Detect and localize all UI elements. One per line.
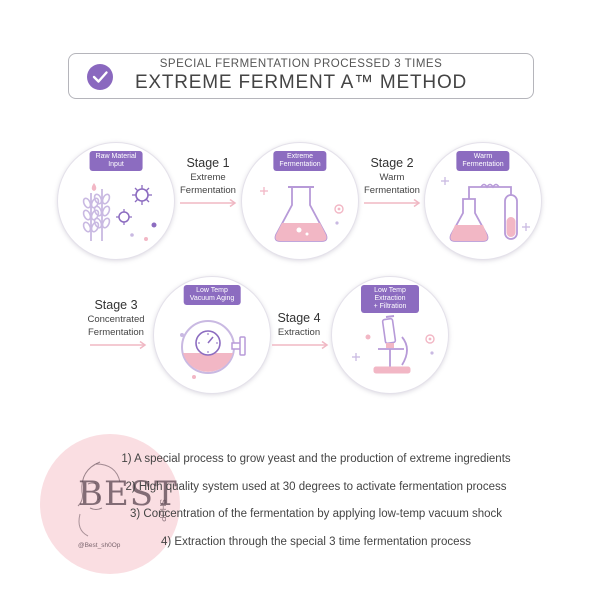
step-label-extreme-fermentation: Extreme Fermentation bbox=[273, 151, 327, 171]
distillation-icon bbox=[441, 177, 530, 242]
stage-3-name: Stage 3 bbox=[94, 298, 138, 312]
wheat-grain-icon bbox=[82, 183, 157, 241]
header-subtitle: SPECIAL FERMENTATION PROCESSED 3 TIMES bbox=[159, 58, 443, 70]
arrow-right-icon bbox=[180, 198, 237, 208]
watermark-brand: BEST bbox=[78, 474, 178, 514]
stage-3-desc: Concentrated Fermentation bbox=[87, 314, 145, 338]
stage-1-name: Stage 1 bbox=[186, 156, 230, 170]
step-vacuum-aging: Low Temp Vacuum Aging bbox=[153, 276, 271, 394]
header-box: SPECIAL FERMENTATION PROCESSED 3 TIMES E… bbox=[68, 53, 534, 99]
watermark-logo: BEST SHOP @Best_sh0Op bbox=[40, 434, 180, 574]
header-title: EXTREME FERMENT A™ METHOD bbox=[134, 72, 468, 93]
stage-4-name: Stage 4 bbox=[277, 311, 321, 325]
step-extreme-fermentation: Extreme Fermentation bbox=[241, 142, 359, 260]
step-warm-fermentation: Warm Fermentation bbox=[424, 142, 542, 260]
stage-4: Stage 4 Extraction bbox=[259, 310, 339, 339]
check-circle-icon bbox=[87, 64, 113, 90]
stage-2: Stage 2 Warm Fermentation bbox=[352, 155, 432, 197]
step-raw-material: Raw Material Input bbox=[57, 142, 175, 260]
watermark-handle: @Best_sh0Op bbox=[78, 542, 121, 549]
stage-2-desc: Warm Fermentation bbox=[364, 172, 420, 196]
flask-icon bbox=[260, 186, 344, 242]
watermark-circle bbox=[40, 434, 180, 574]
step-label-warm-fermentation: Warm Fermentation bbox=[456, 151, 510, 171]
note-item: 4) Extraction through the special 3 time… bbox=[160, 535, 472, 548]
step-label-vacuum-aging: Low Temp Vacuum Aging bbox=[183, 285, 241, 305]
note-item: 3) Concentration of the fermentation by … bbox=[129, 508, 503, 520]
notes-list: 1) A special process to grow yeast and t… bbox=[96, 446, 536, 556]
step-label-raw-material: Raw Material Input bbox=[89, 151, 143, 171]
note-item: 1) A special process to grow yeast and t… bbox=[121, 453, 511, 465]
stage-3: Stage 3 Concentrated Fermentation bbox=[76, 297, 156, 339]
face-sketch-icon bbox=[77, 461, 121, 537]
step-label-extraction-filtration: Low Temp Extraction + Filtration bbox=[361, 285, 419, 313]
stage-1: Stage 1 Extreme Fermentation bbox=[168, 155, 248, 197]
step-extraction-filtration: Low Temp Extraction + Filtration bbox=[331, 276, 449, 394]
arrow-right-icon bbox=[272, 340, 329, 350]
vacuum-tank-icon bbox=[180, 320, 246, 379]
arrow-right-icon bbox=[364, 198, 421, 208]
stage-2-name: Stage 2 bbox=[370, 156, 414, 170]
arrow-right-icon bbox=[90, 340, 147, 350]
note-item: 2) High quality system used at 30 degree… bbox=[125, 480, 507, 493]
microscope-icon bbox=[352, 315, 435, 374]
stage-1-desc: Extreme Fermentation bbox=[180, 172, 236, 196]
stage-4-desc: Extraction bbox=[277, 327, 321, 338]
